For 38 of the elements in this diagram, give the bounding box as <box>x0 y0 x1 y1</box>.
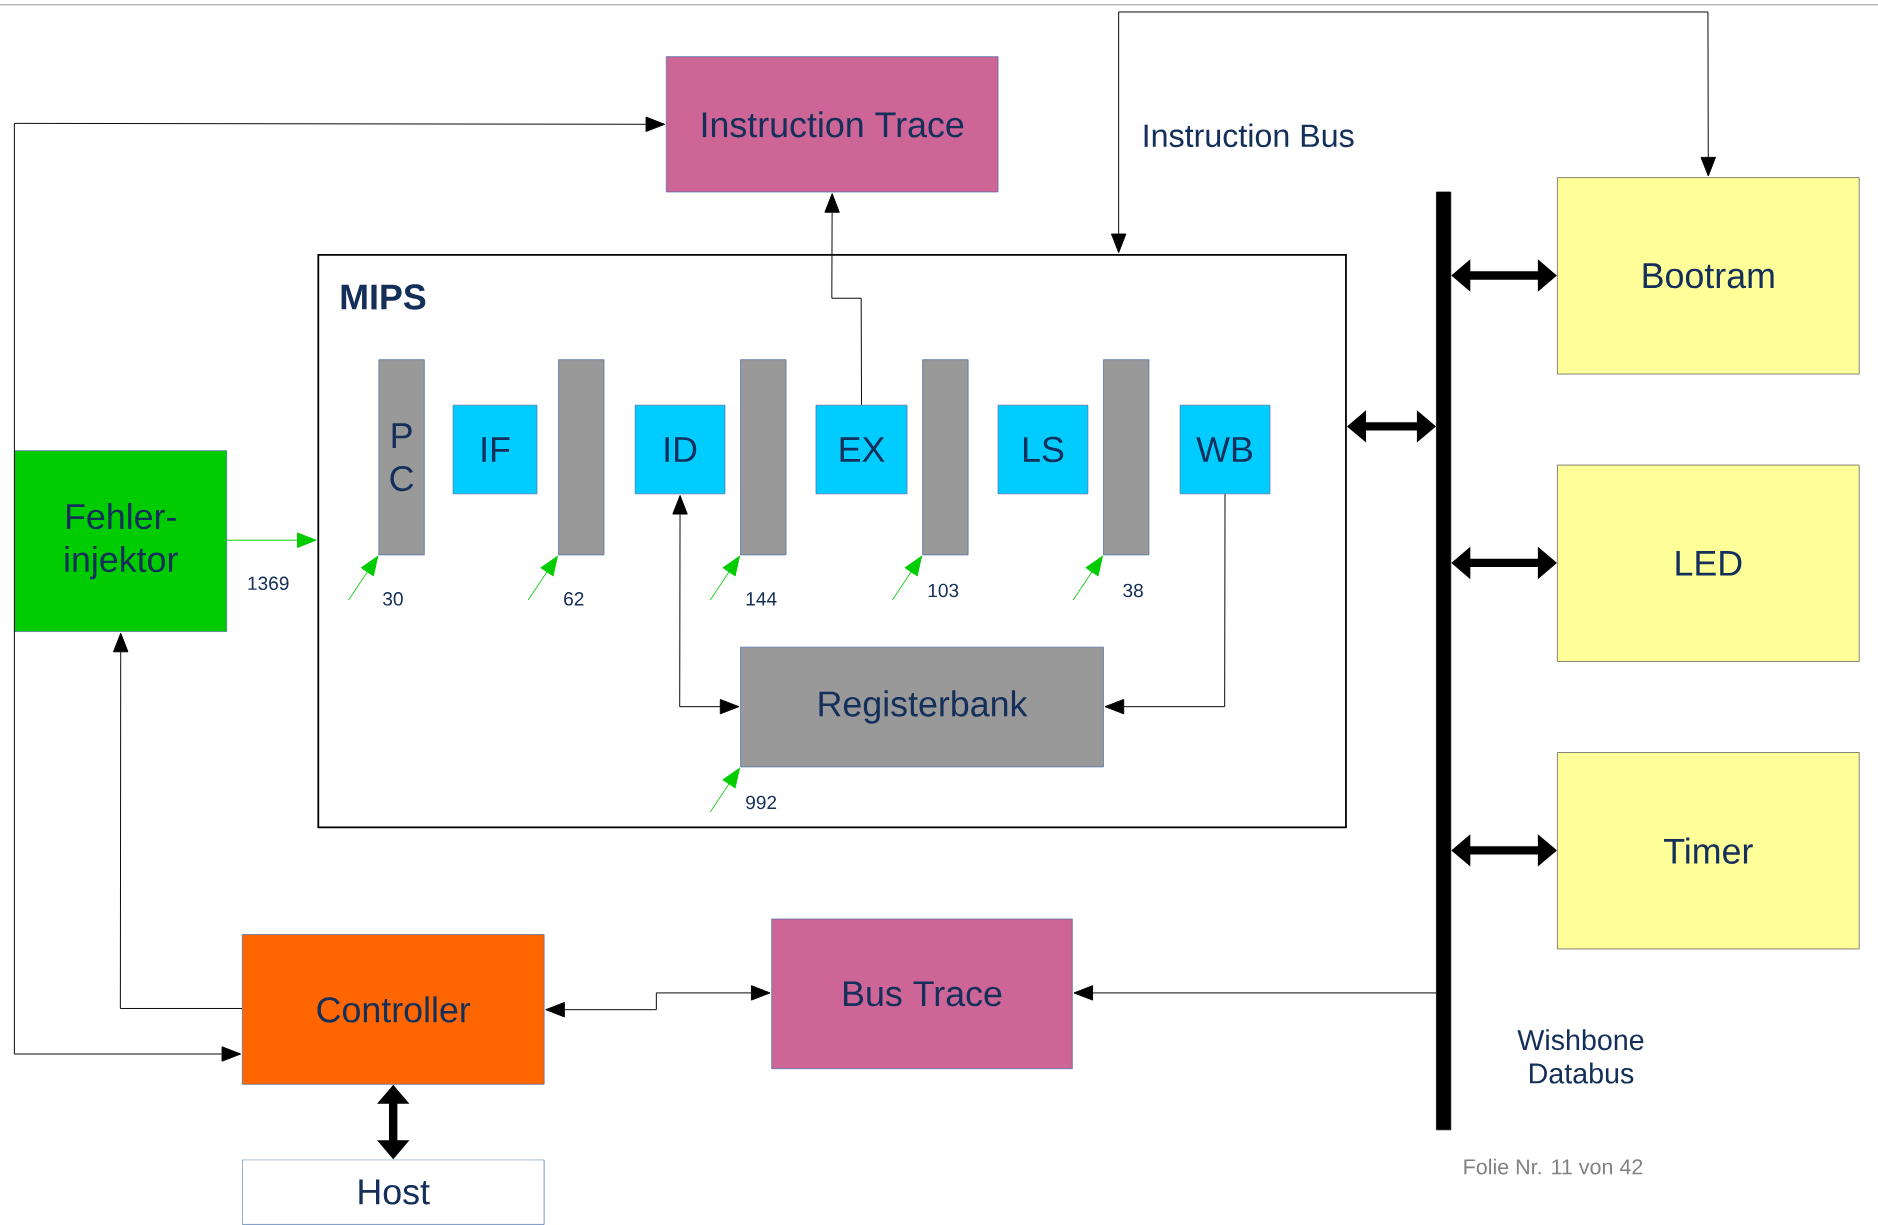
register-bar <box>1103 359 1150 556</box>
arrow <box>1073 985 1437 1001</box>
register-bar: P C <box>378 359 425 556</box>
arrow <box>1072 555 1103 601</box>
trace-box: Instruction Trace <box>665 56 999 193</box>
arrow <box>527 555 558 601</box>
arrow <box>672 494 740 715</box>
injector-box: Fehler- injektor <box>14 450 228 632</box>
edge-label: Instruction Bus <box>1140 122 1356 149</box>
device-box: Timer <box>1557 752 1860 950</box>
arrow <box>709 767 740 813</box>
stage-box: EX <box>815 404 908 495</box>
arrow <box>348 555 379 601</box>
trace-box: Bus Trace <box>771 918 1073 1069</box>
arrow <box>709 555 740 601</box>
arrow <box>545 985 771 1018</box>
stage-box: IF <box>452 404 538 495</box>
register-bar <box>922 359 969 556</box>
arrow <box>113 632 243 1009</box>
arrow <box>1104 493 1226 715</box>
memory-box: Bootram <box>1557 177 1860 375</box>
arrow <box>891 555 922 601</box>
register-bar <box>740 359 787 556</box>
arrow <box>226 532 317 548</box>
arrow <box>1111 11 1716 253</box>
slide-number: Folie Nr. 11 von 42 <box>1464 1158 1643 1175</box>
stage-box: LS <box>997 404 1089 495</box>
arrow <box>824 193 862 406</box>
stage-box: ID <box>634 404 726 495</box>
register-bar <box>558 359 605 556</box>
bus-label: Wishbone Databus <box>1517 1029 1644 1084</box>
controller-box: Controller <box>241 934 545 1085</box>
edge-label: 1369 <box>245 575 291 592</box>
host-box: Host <box>241 1159 545 1225</box>
device-box: LED <box>1557 464 1860 662</box>
arrow <box>13 116 666 1062</box>
register-box: Registerbank <box>740 646 1104 768</box>
stage-box: WB <box>1179 404 1271 495</box>
